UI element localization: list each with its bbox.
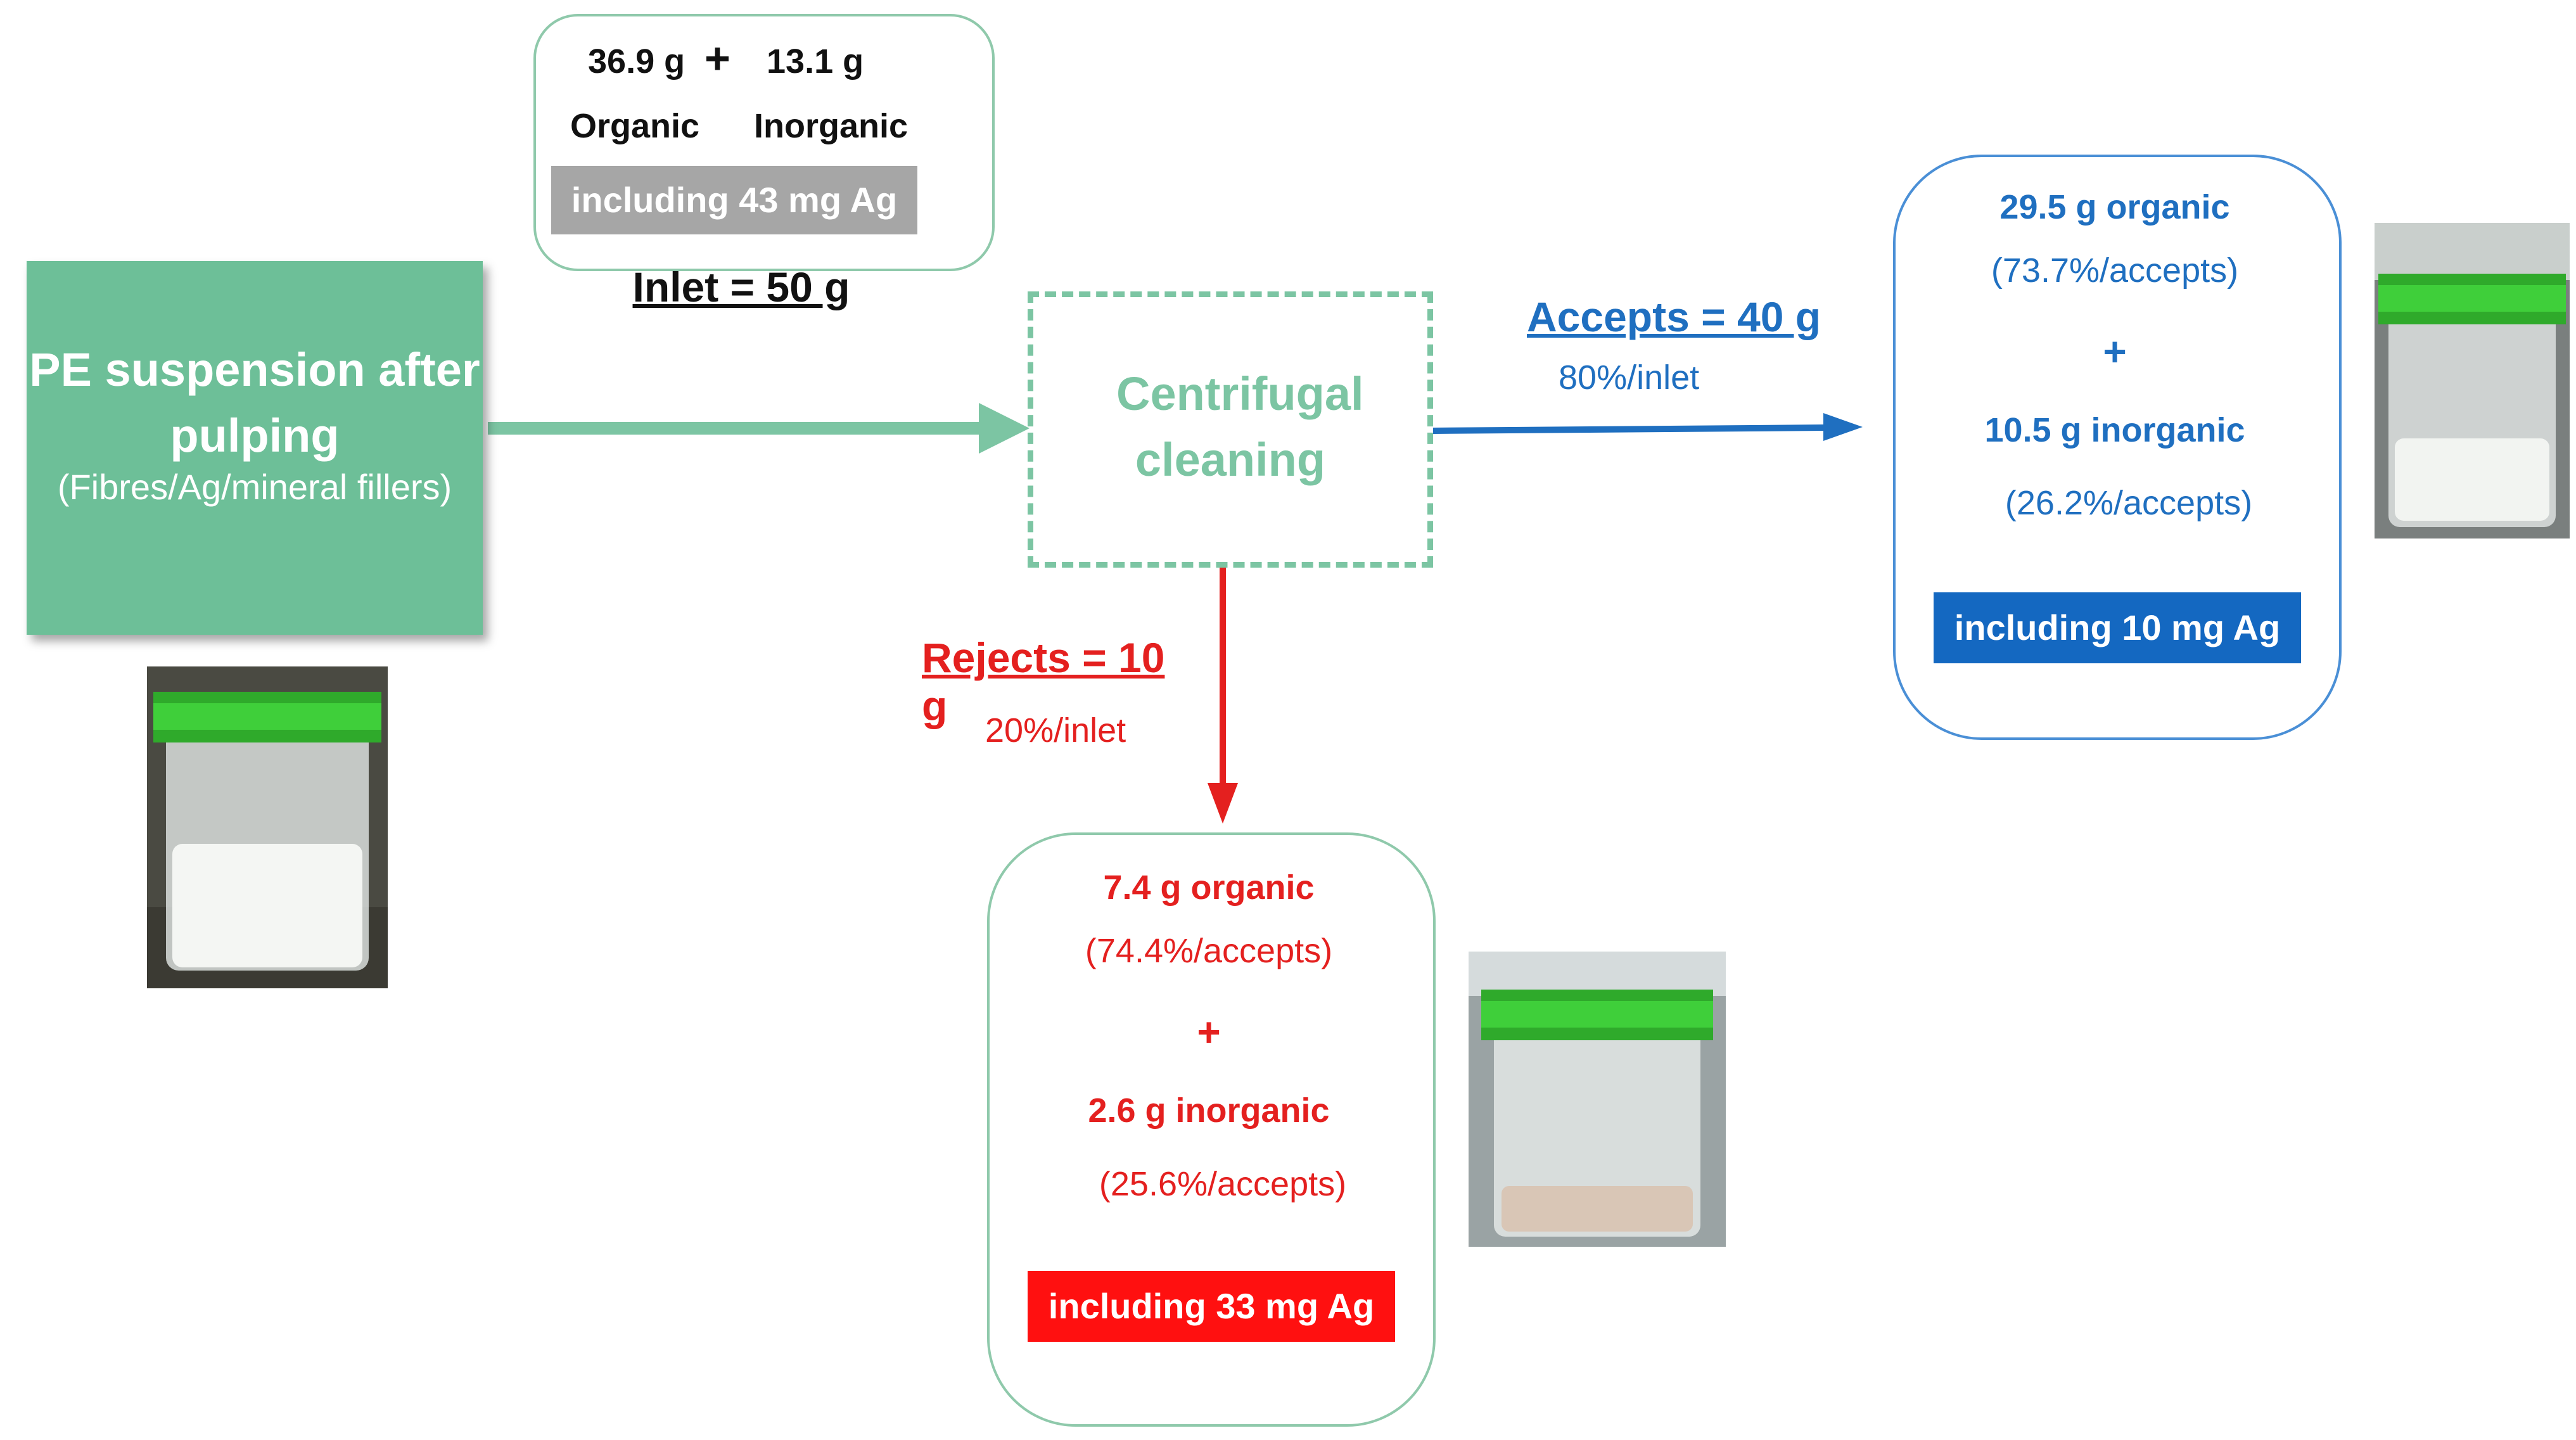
inlet-organic-mass: 36.9 g bbox=[588, 42, 685, 80]
centrifugal-cleaning-label: Centrifugal cleaning bbox=[1028, 361, 1433, 493]
sample-jar-inlet-photo bbox=[147, 666, 388, 988]
inlet-total-label: Inlet = 50 g bbox=[632, 264, 850, 310]
rejects-organic-pct: (74.4%/accepts) bbox=[1085, 932, 1333, 970]
inlet-inorganic-label: Inorganic bbox=[754, 107, 909, 145]
accepts-plus-sign: + bbox=[2103, 329, 2127, 374]
rejects-plus-sign: + bbox=[1197, 1009, 1221, 1055]
accepts-inorganic-pct: (26.2%/accepts) bbox=[2005, 484, 2253, 522]
accepts-inorganic: 10.5 g inorganic bbox=[1984, 411, 2245, 449]
rejects-organic: 7.4 g organic bbox=[1103, 869, 1315, 907]
sample-jar-rejects-photo bbox=[1469, 952, 1726, 1247]
source-title: PE suspension after pulping bbox=[29, 343, 480, 462]
inlet-arrow bbox=[488, 403, 1030, 454]
sample-jar-accepts-photo bbox=[2375, 223, 2570, 538]
inlet-organic-label: Organic bbox=[570, 107, 700, 145]
inlet-plus-sign: + bbox=[705, 34, 730, 83]
source-box: PE suspension after pulping (Fibres/Ag/m… bbox=[27, 261, 483, 635]
inlet-inorganic-mass: 13.1 g bbox=[767, 42, 864, 80]
rejects-share: 20%/inlet bbox=[985, 711, 1126, 749]
accepts-share: 80%/inlet bbox=[1559, 359, 1700, 397]
accepts-organic-pct: (73.7%/accepts) bbox=[1991, 252, 2239, 290]
rejects-inorganic: 2.6 g inorganic bbox=[1088, 1092, 1330, 1130]
rejects-inorganic-pct: (25.6%/accepts) bbox=[1099, 1165, 1347, 1203]
rejects-silver-badge: including 33 mg Ag bbox=[1028, 1271, 1395, 1342]
centrifugal-cleaning-box bbox=[1028, 291, 1433, 568]
rejects-arrow bbox=[1208, 568, 1238, 824]
inlet-silver-badge: including 43 mg Ag bbox=[551, 166, 917, 234]
source-subtitle: (Fibres/Ag/mineral fillers) bbox=[57, 467, 452, 507]
accepts-silver-badge: including 10 mg Ag bbox=[1934, 592, 2301, 663]
process-label-text: Centrifugal cleaning bbox=[1116, 367, 1364, 486]
rejects-total-label: Rejects = 10 g bbox=[922, 634, 1165, 729]
accepts-arrow bbox=[1432, 413, 1863, 441]
accepts-organic: 29.5 g organic bbox=[1999, 188, 2230, 226]
accepts-total-label: Accepts = 40 g bbox=[1527, 293, 1821, 340]
